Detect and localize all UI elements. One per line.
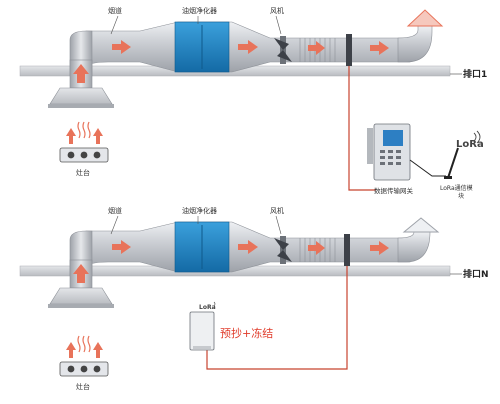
sensor-clamp bbox=[346, 34, 352, 66]
flue-label: 烟道 bbox=[108, 206, 122, 215]
rising-heat-icon bbox=[66, 128, 103, 144]
flow-arrows bbox=[73, 240, 389, 283]
hood-flange bbox=[48, 304, 114, 308]
sensor-wire bbox=[348, 66, 376, 191]
stove-icon bbox=[59, 361, 109, 377]
lora-logo: LoRa bbox=[199, 301, 216, 311]
antenna-cable bbox=[409, 159, 446, 177]
data-gateway-device bbox=[367, 123, 411, 181]
fan-label: 风机 bbox=[270, 206, 284, 215]
sensor-clamp bbox=[344, 234, 350, 266]
stove-icon bbox=[59, 147, 109, 163]
range-hood bbox=[49, 287, 113, 305]
lora-module-label-line2: 块 bbox=[458, 192, 464, 200]
svg-text:LoRa: LoRa bbox=[199, 304, 216, 311]
fan-icon bbox=[274, 236, 292, 264]
flow-arrows bbox=[73, 40, 389, 83]
purifier-label: 油烟净化器 bbox=[182, 6, 217, 15]
outlet-n-label: 排口N bbox=[463, 268, 489, 280]
fan-label: 风机 bbox=[270, 6, 284, 15]
heat-waves bbox=[77, 121, 91, 139]
flue-leader bbox=[110, 215, 119, 235]
heat-waves bbox=[77, 335, 91, 353]
purifier-label: 油烟净化器 bbox=[182, 206, 217, 215]
range-hood bbox=[49, 87, 113, 105]
stove-label: 灶台 bbox=[76, 382, 90, 391]
fan-leader bbox=[275, 15, 282, 35]
lora-module-label-line1: LoRa通信模 bbox=[440, 184, 473, 192]
rising-heat-icon bbox=[66, 342, 103, 358]
exhaust-system-1: 烟道 油烟净化器 风机 排口1 灶台 bbox=[19, 6, 487, 200]
svg-text:LoRa: LoRa bbox=[456, 139, 484, 150]
lora-meter-device bbox=[189, 311, 215, 351]
fan-icon bbox=[274, 36, 292, 64]
sensor-wire bbox=[206, 266, 348, 370]
stove-label: 灶台 bbox=[76, 168, 90, 177]
antenna-icon bbox=[444, 147, 459, 179]
outlet-stack bbox=[397, 231, 431, 263]
fan-leader bbox=[275, 215, 282, 235]
flue-leader bbox=[110, 15, 119, 35]
exhaust-up-arrow bbox=[406, 9, 444, 27]
flue-label: 烟道 bbox=[108, 6, 122, 15]
lora-logo: LoRa bbox=[456, 130, 484, 150]
outlet-stack bbox=[397, 25, 433, 63]
gateway-label: 数据传输网关 bbox=[374, 186, 414, 195]
exhaust-up-arrow bbox=[402, 217, 440, 233]
prereading-freeze-label: 预抄+冻结 bbox=[220, 326, 273, 340]
exhaust-system-n: 烟道 油烟净化器 风机 排口N 灶台 LoRa 预抄+冻结 bbox=[19, 206, 489, 391]
outlet-1-label: 排口1 bbox=[463, 68, 487, 80]
hood-flange bbox=[48, 104, 114, 108]
